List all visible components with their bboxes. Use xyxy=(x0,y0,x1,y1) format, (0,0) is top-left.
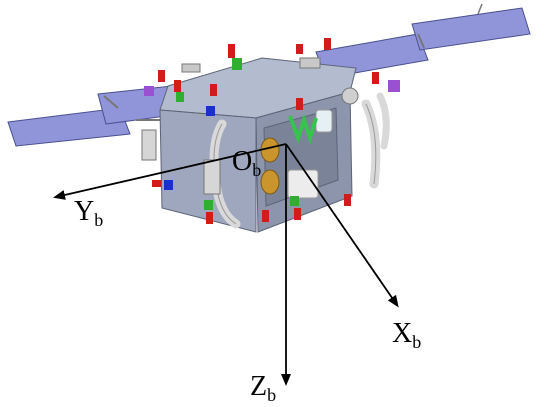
tank-lower xyxy=(260,169,280,195)
thruster-red xyxy=(372,72,379,84)
thruster-green xyxy=(204,200,213,210)
thruster-green xyxy=(290,196,299,206)
thruster-red xyxy=(228,44,235,58)
axis-x-line xyxy=(285,143,399,308)
origin-label: Ob xyxy=(232,146,261,180)
thruster-green xyxy=(232,58,242,70)
thruster-blue xyxy=(164,180,173,190)
y-axis-label: Yb xyxy=(74,196,103,230)
propellant-tanks xyxy=(260,137,280,195)
thruster-red xyxy=(296,98,303,110)
thruster-green xyxy=(176,92,184,102)
thruster-purple xyxy=(144,86,154,96)
thruster-red xyxy=(344,194,351,206)
thruster-red xyxy=(206,212,213,224)
thruster-red xyxy=(296,44,303,54)
thruster-red xyxy=(174,80,181,92)
solar-panel-left-outer xyxy=(7,107,131,147)
thruster-purple xyxy=(388,80,400,92)
thruster-red xyxy=(262,210,269,222)
body-axes xyxy=(53,143,399,386)
solar-panel-right-outer xyxy=(411,7,531,51)
thruster-red xyxy=(158,70,165,82)
x-axis-label: Xb xyxy=(392,318,421,352)
thruster-red xyxy=(152,180,161,187)
satellite-body xyxy=(159,57,357,233)
thruster-red xyxy=(324,38,331,50)
thruster-red xyxy=(210,84,217,96)
thrusters xyxy=(144,38,400,224)
green-bracket xyxy=(288,113,318,145)
mechanisms xyxy=(141,57,359,195)
z-axis-label: Zb xyxy=(250,371,276,405)
thruster-red xyxy=(294,208,301,220)
axis-y-line xyxy=(53,143,287,200)
thruster-blue xyxy=(206,106,215,116)
